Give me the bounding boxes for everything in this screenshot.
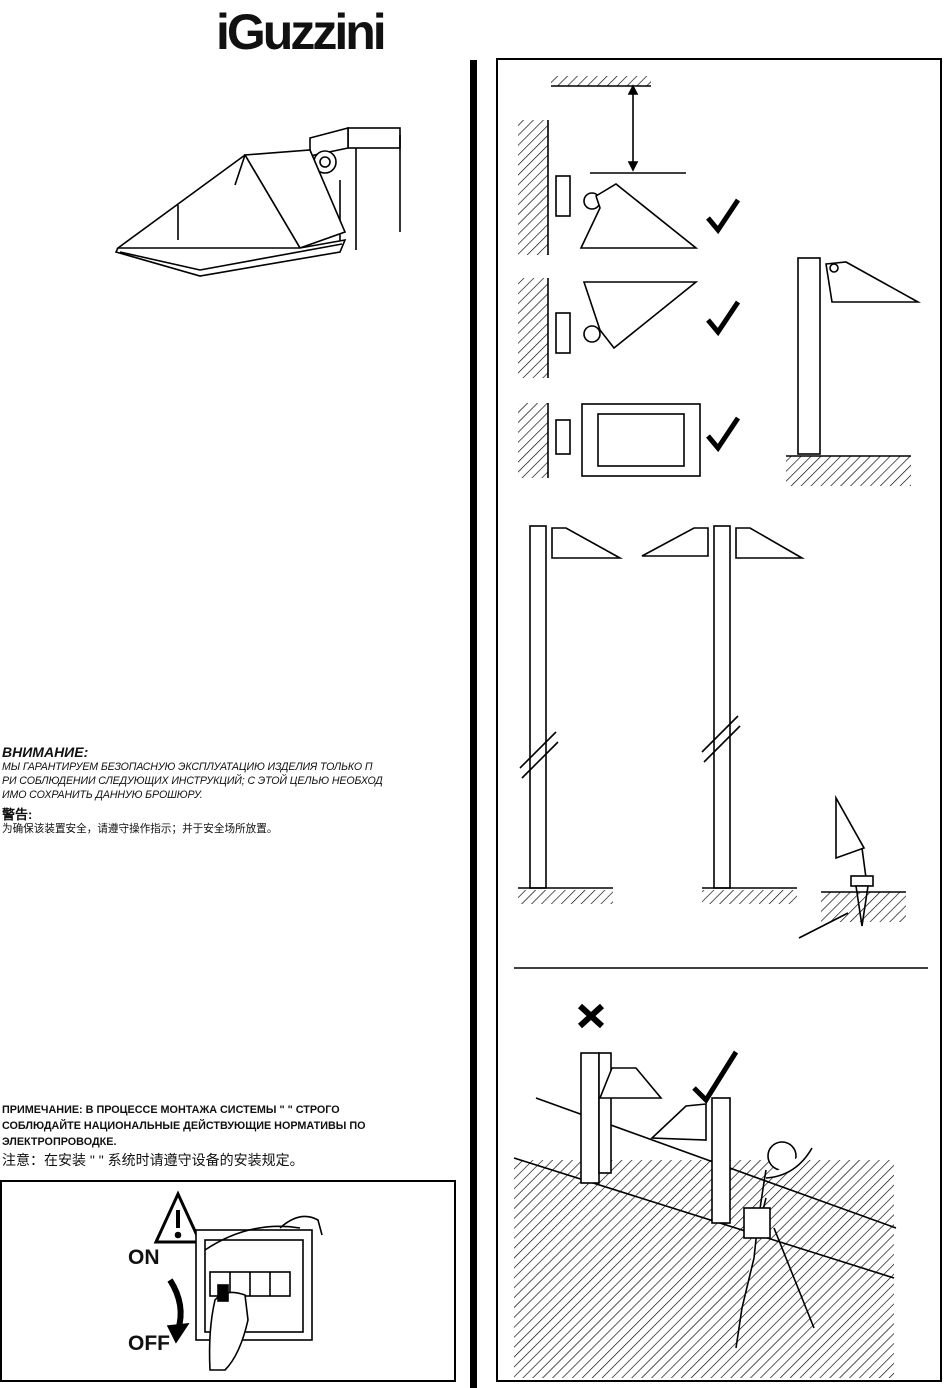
warning-ru-line: ИМО СОХРАНИТЬ ДАННУЮ БРОШЮРУ. [2,789,203,801]
note-ru-line: СОБЛЮДАЙТЕ НАЦИОНАЛЬНЫЕ ДЕЙСТВУЮЩИЕ НОРМ… [2,1120,366,1132]
warning-ru-text: МЫ ГАРАНТИРУЕМ БЕЗОПАСНУЮ ЭКСПЛУАТАЦИЮ И… [2,760,383,802]
warning-ru-line: РИ СОБЛЮДЕНИИ СЛЕДУЮЩИХ ИНСТРУКЦИЙ; С ЭТ… [2,775,383,787]
page-divider [470,60,477,1388]
brand-logo: iGuzzini [216,4,387,60]
note-ru-line: ЭЛЕКТРОПРОВОДКЕ. [2,1136,117,1148]
note-ru-line: ПРИМЕЧАНИЕ: В ПРОЦЕССЕ МОНТАЖА СИСТЕМЫ "… [2,1104,340,1116]
switch-off-label: OFF [128,1332,170,1355]
warning-ru-heading: ВНИМАНИЕ: [2,744,89,760]
mounting-diagrams [513,76,928,1378]
power-switch-illustration [153,1190,323,1371]
warning-ru-line: МЫ ГАРАНТИРУЕМ БЕЗОПАСНУЮ ЭКСПЛУАТАЦИЮ И… [2,761,373,773]
installation-note-cn: 注意：在安装 " " 系统时请遵守设备的安装规定。 [2,1152,304,1168]
product-illustration [114,126,401,277]
switch-on-label: ON [128,1246,160,1269]
installation-diagram-panel [496,58,942,1382]
power-off-warning-box [0,1180,456,1382]
installation-note-ru: ПРИМЕЧАНИЕ: В ПРОЦЕССЕ МОНТАЖА СИСТЕМЫ "… [2,1102,366,1150]
warning-cn-heading: 警告: [2,807,33,822]
warning-cn-text: 为确保该装置安全，请遵守操作指示；并于安全场所放置。 [2,823,278,835]
